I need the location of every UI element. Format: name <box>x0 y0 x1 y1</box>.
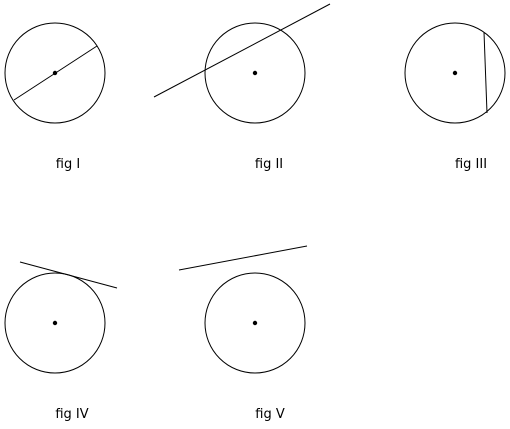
figure-2-secant-line <box>153 3 331 98</box>
figure-1-label: fig I <box>56 157 80 172</box>
figure-1: fig I <box>4 22 106 172</box>
figure-3-label: fig III <box>455 157 487 172</box>
figure-4-label: fig IV <box>55 407 88 422</box>
figure-3-chord-line <box>483 31 488 114</box>
figure-5-center-point <box>252 320 258 326</box>
figure-4-center-point <box>52 320 58 326</box>
figure-4-circle <box>4 272 106 374</box>
figure-5-label: fig V <box>255 407 285 422</box>
figure-2: fig II <box>153 3 331 172</box>
figure-5: fig V <box>178 245 308 422</box>
figure-4-tangent-line <box>19 261 118 289</box>
figure-2-center-point <box>252 70 258 76</box>
figure-5-circle <box>204 272 306 374</box>
figure-2-circle <box>204 22 306 124</box>
figure-3-circle <box>404 22 506 124</box>
figure-1-center-point <box>52 70 58 76</box>
figure-4: fig IV <box>4 261 118 422</box>
figure-2-label: fig II <box>255 157 283 172</box>
figure-3-center-point <box>452 70 458 76</box>
figure-5-external-line <box>178 245 308 271</box>
figure-3: fig III <box>404 22 506 172</box>
figure-1-circle <box>4 22 106 124</box>
